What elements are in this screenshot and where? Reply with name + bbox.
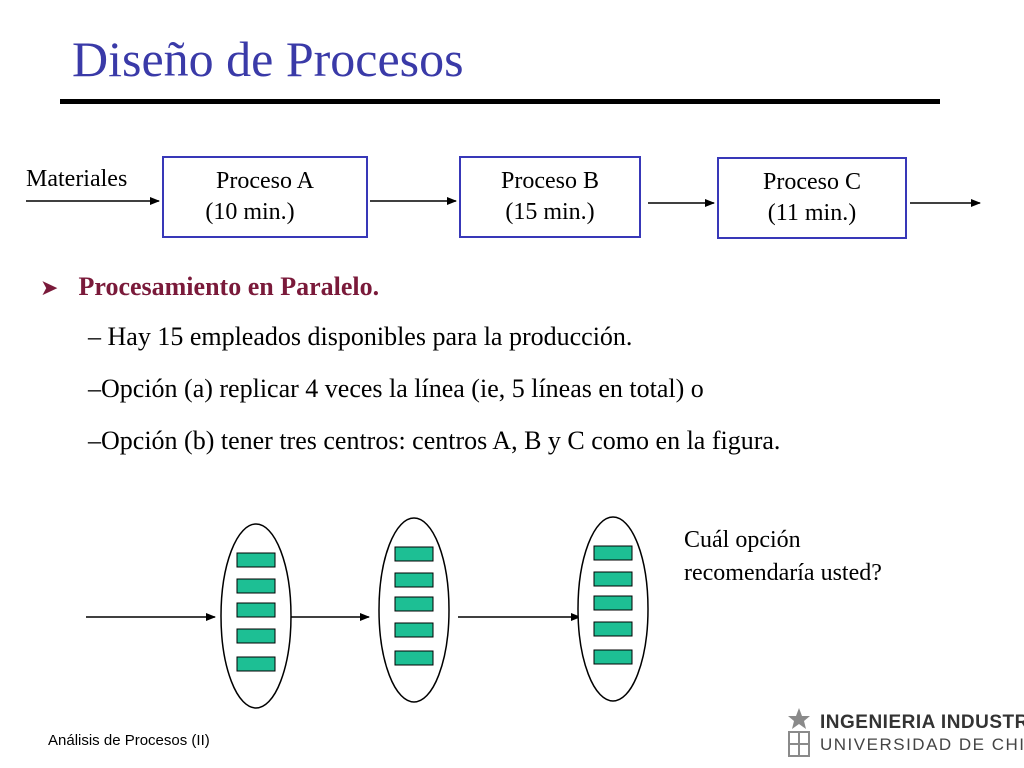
worker-block [593,595,633,611]
process-b-box: Proceso B (15 min.) [459,156,641,238]
worker-block [236,552,276,568]
process-c-time: (11 min.) [767,200,857,226]
question-line-2: recomendaría usted? [684,560,882,586]
bullet-heading-text: Procesamiento en Paralelo. [78,272,380,301]
materials-label: Materiales [26,166,128,192]
process-c-name: Proceso C [763,169,861,195]
question-line-1: Cuál opción [684,527,801,553]
process-a-name: Proceso A [216,168,314,194]
worker-block [593,545,633,561]
question-text: Cuál opción recomendaría usted? [684,524,882,590]
logo-line-1: INGENIERIA INDUSTRIAL [820,712,1024,733]
bullet-item-3: –Opción (b) tener tres centros: centros … [88,426,781,455]
worker-block [236,602,276,618]
bullet-heading: ➤ Procesamiento en Paralelo. [40,272,379,302]
crest-icon [788,708,810,757]
worker-block [593,571,633,587]
center-group [220,516,649,709]
worker-block [593,649,633,665]
process-a-box: Proceso A (10 min.) [162,156,368,238]
worker-block [236,656,276,672]
process-b-name: Proceso B [501,168,599,194]
worker-block [394,572,434,588]
logo-line-2: UNIVERSIDAD DE CHILE [820,735,1024,754]
worker-block [236,578,276,594]
bullet-item-1: – Hay 15 empleados disponibles para la p… [88,322,633,351]
process-b-time: (15 min.) [505,199,595,225]
worker-block [593,621,633,637]
bullet-arrow-icon: ➤ [40,276,59,301]
worker-block [394,650,434,666]
bullet-item-2: –Opción (a) replicar 4 veces la línea (i… [88,374,704,403]
process-c-box: Proceso C (11 min.) [717,157,907,239]
university-logo: INGENIERIA INDUSTRIAL UNIVERSIDAD DE CHI… [784,706,1024,760]
worker-block [394,546,434,562]
title-underline [60,99,940,104]
worker-block [394,596,434,612]
worker-block [394,622,434,638]
worker-block [236,628,276,644]
slide-title: Diseño de Procesos [72,31,464,87]
footer-text: Análisis de Procesos (II) [48,732,210,749]
process-a-time: (10 min.) [205,199,295,225]
